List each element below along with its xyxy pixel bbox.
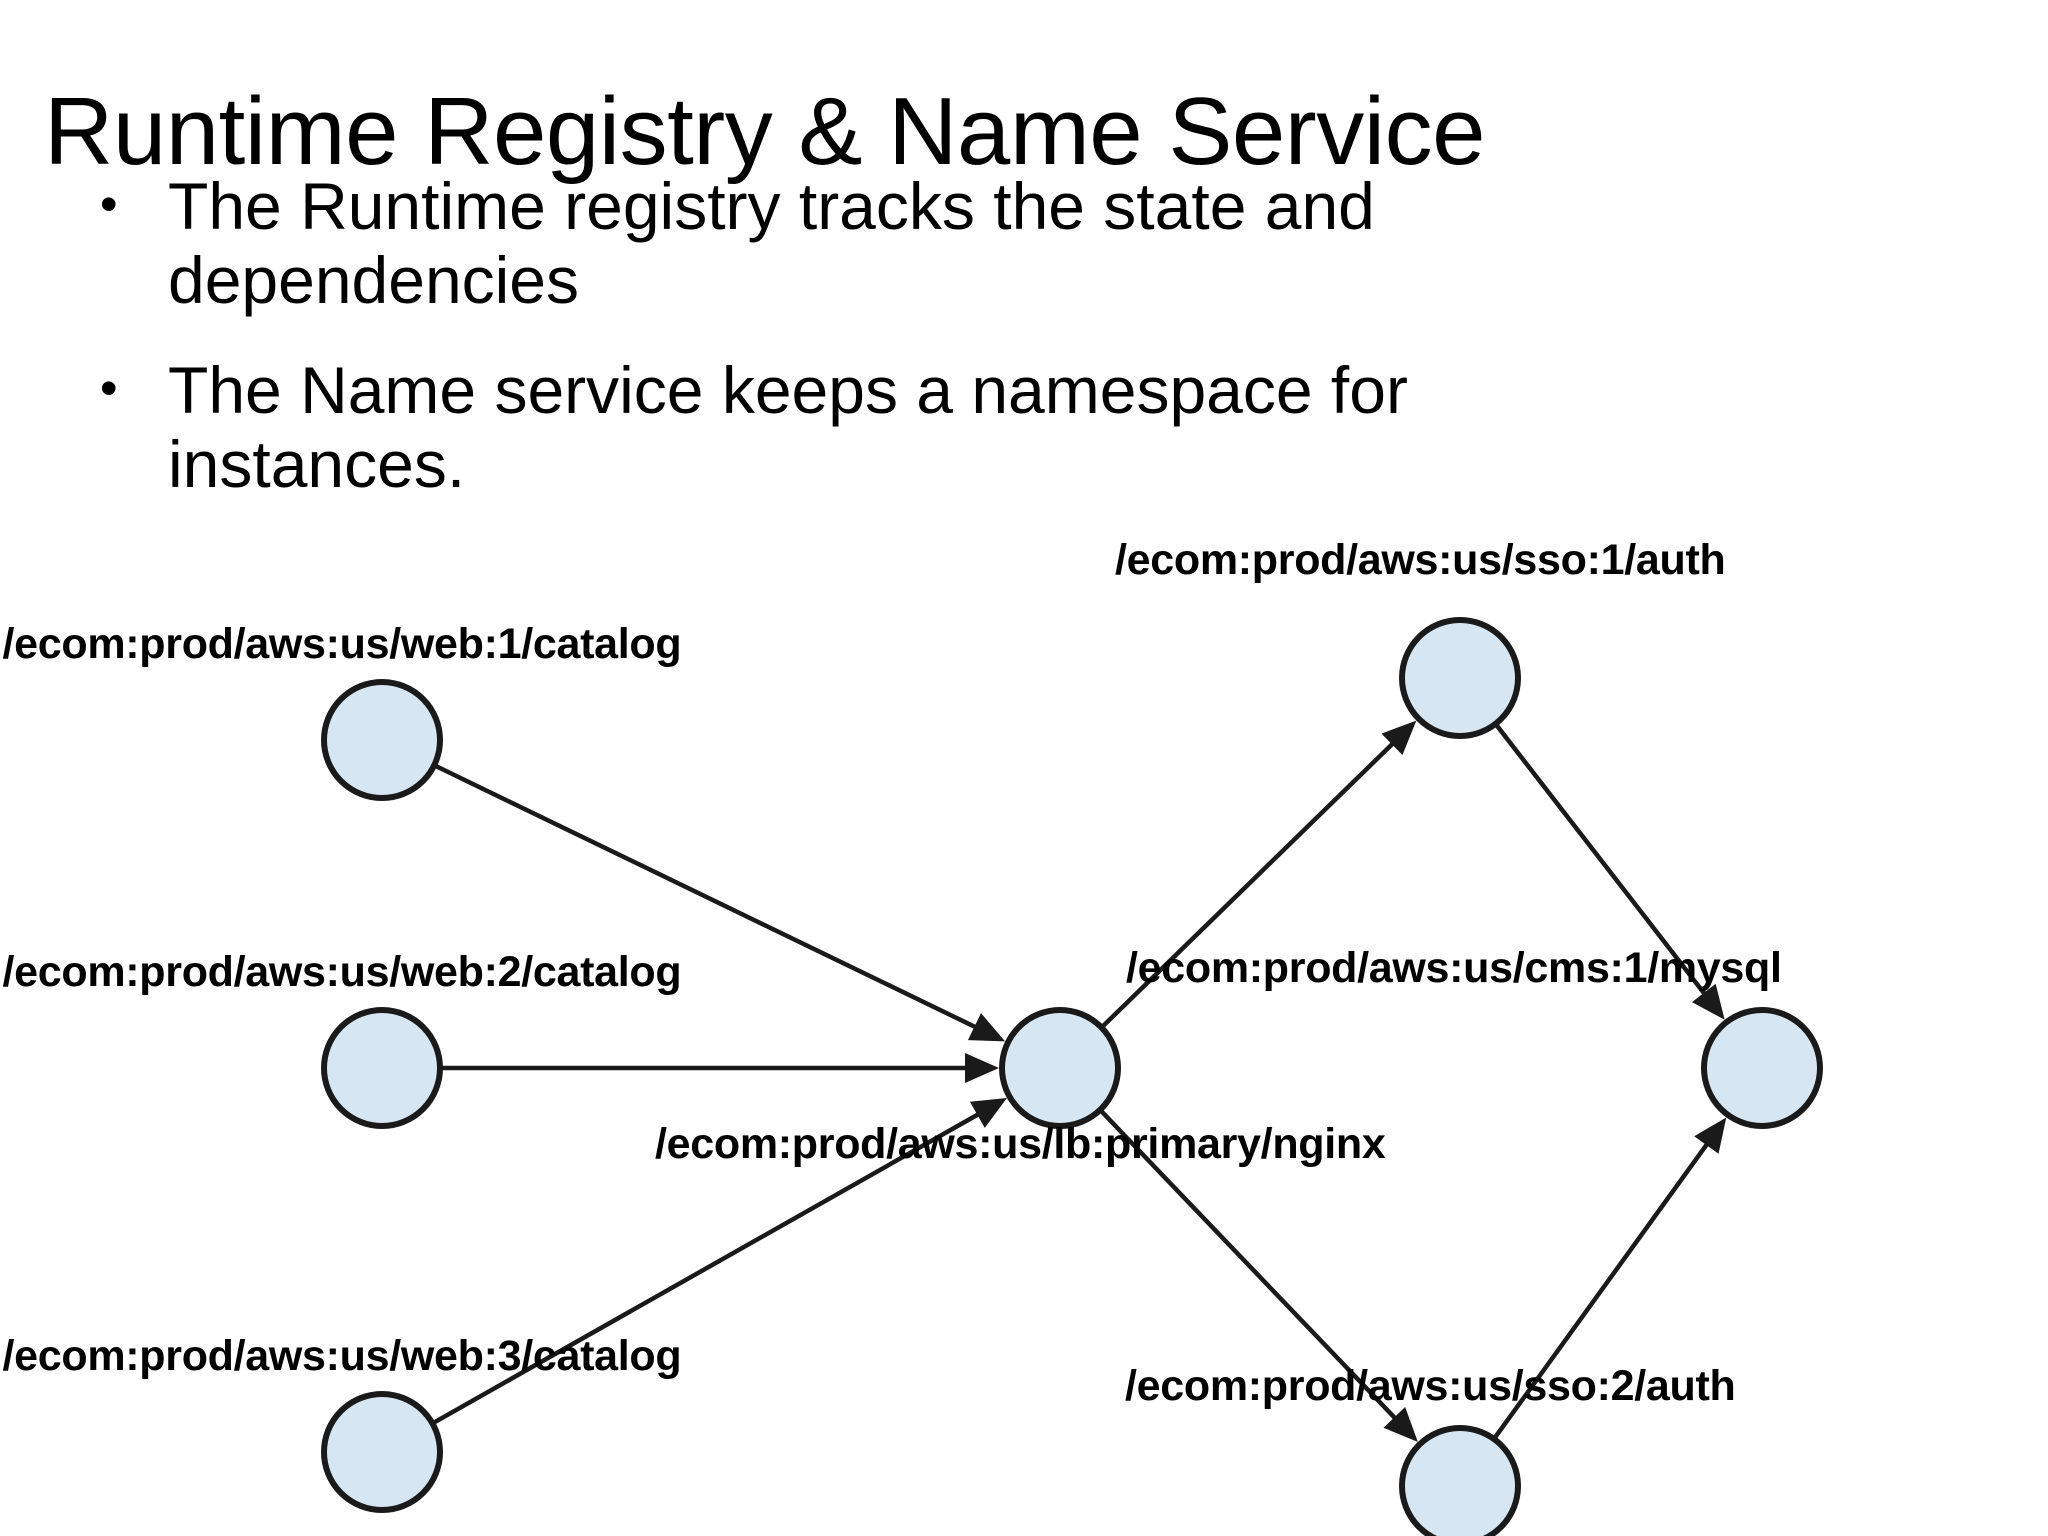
graph-node-web3[interactable] — [321, 1391, 443, 1513]
graph-node-web2[interactable] — [321, 1007, 443, 1129]
arrow-head-icon — [1381, 720, 1417, 756]
graph-node-web1[interactable] — [321, 679, 443, 801]
graph-node-sso2[interactable] — [1399, 1425, 1521, 1536]
node-label-web1: /ecom:prod/aws:us/web:1/catalog — [2, 620, 682, 668]
bullet-list: • The Runtime registry tracks the state … — [100, 169, 1920, 538]
node-label-sso1: /ecom:prod/aws:us/sso:1/auth — [1115, 536, 1726, 584]
graph-node-lb[interactable] — [999, 1007, 1121, 1129]
bullet-marker-icon: • — [100, 359, 118, 416]
bullet-marker-icon: • — [100, 176, 118, 232]
edge-web2-to-lb — [442, 1053, 999, 1083]
node-label-sso2: /ecom:prod/aws:us/sso:2/auth — [1125, 1362, 1736, 1410]
edge-web1-to-lb — [435, 764, 1006, 1042]
arrow-head-icon — [1694, 1117, 1727, 1154]
page-title: Runtime Registry & Name Service — [44, 78, 1485, 186]
graph-node-sso1[interactable] — [1399, 617, 1521, 739]
node-label-web3: /ecom:prod/aws:us/web:3/catalog — [2, 1332, 682, 1380]
arrow-head-icon — [965, 1053, 999, 1083]
bullet-text: The Name service keeps a namespace for i… — [168, 352, 1408, 501]
arrow-head-icon — [967, 1013, 1006, 1042]
node-label-lb: /ecom:prod/aws:us/lb:primary/nginx — [655, 1120, 1386, 1168]
list-item: • The Runtime registry tracks the state … — [100, 169, 1920, 318]
graph-node-mysql[interactable] — [1701, 1007, 1823, 1129]
list-item: • The Name service keeps a namespace for… — [100, 352, 1920, 502]
bullet-text: The Runtime registry tracks the state an… — [168, 169, 1375, 317]
node-label-web2: /ecom:prod/aws:us/web:2/catalog — [2, 948, 682, 996]
arrow-head-icon — [1383, 1406, 1418, 1442]
node-label-mysql: /ecom:prod/aws:us/cms:1/mysql — [1126, 944, 1782, 992]
